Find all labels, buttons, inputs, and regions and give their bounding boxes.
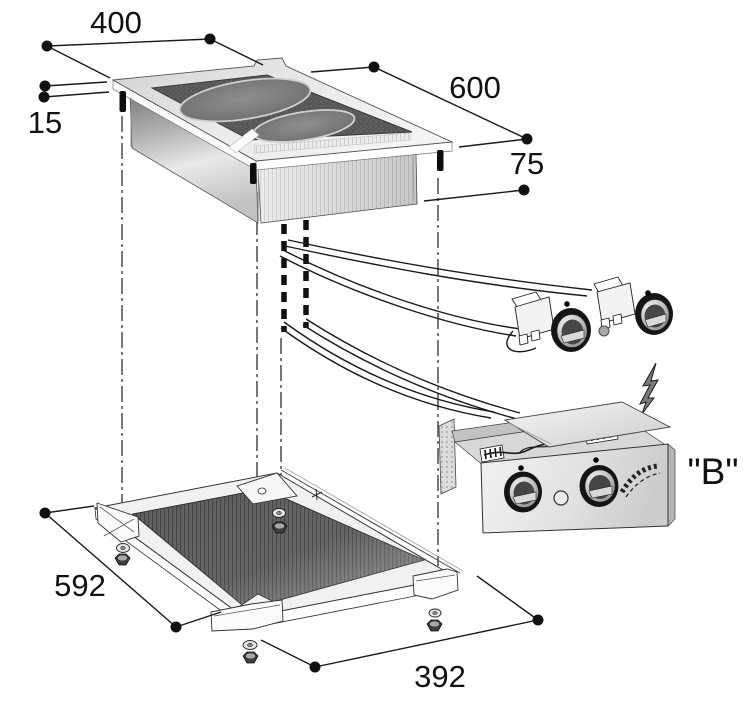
index-dot [518,465,524,471]
front-trim-highlight [228,128,260,154]
dim-frame-width: 392 [414,659,466,694]
box-right-edge [667,443,676,527]
knob-grip [644,313,667,328]
cable [302,324,518,420]
index-dot [645,290,651,296]
washer-nut-left [114,543,131,566]
cable [283,321,495,413]
control-box-label: "B" [688,451,739,492]
cable [305,318,521,414]
cable-loop [506,330,537,353]
knob-scale-marks [625,472,661,498]
corner-bracket-front [210,593,284,632]
corner-gusset [236,472,298,505]
alignment-guides [121,116,439,566]
box-lid [503,401,672,448]
cooktop-assembly [111,57,454,224]
cable [287,239,593,291]
fixing-stud-front [250,163,257,184]
dim-body-height: 75 [510,146,544,181]
body-seam [412,154,415,203]
index-dot [564,301,570,307]
washer-nut-front [242,640,259,664]
control-box [438,401,676,534]
box-pilot-lamp [553,490,569,506]
dimension-dots [38,33,544,673]
washer-nut-top [271,508,288,534]
perforated-bracket [438,418,457,495]
body-seam [257,169,260,222]
corner-bracket-left [96,502,140,543]
mounting-frame [93,467,464,664]
knob-grip [588,485,613,499]
knob-assembly-2 [593,276,673,335]
box-knob-1 [504,465,542,513]
pilot-lamp [598,325,610,337]
fixing-stud-right [437,150,444,171]
index-dot [593,457,599,463]
clip-mark [311,488,323,501]
knob-grip [512,491,537,505]
cable [284,245,588,297]
fixing-stud-left [119,91,126,112]
dimension-annotations: 400 15 600 75 592 392 "B" [28,5,739,694]
cable [282,249,522,330]
dim-flange-thickness: 15 [28,105,62,140]
box-knob-2 [579,457,619,507]
knob-scale-marks [619,463,659,494]
dim-frame-depth: 592 [54,568,106,603]
connection-cables [279,239,593,420]
cable [279,255,517,337]
gusset-hole [257,487,267,495]
front-vent-strip [253,132,412,154]
knob-grip [560,329,585,344]
washer-nut-right [426,608,443,632]
frame-rail [280,469,461,574]
dimension-lines [43,38,539,668]
dim-top-width: 400 [90,5,142,40]
mounting-stud-dashes [281,220,309,332]
dim-depth: 600 [449,70,501,105]
knob-assembly-1 [511,291,591,352]
lightning-bolt-icon [638,362,659,415]
corner-bracket-right [412,568,459,600]
cable [280,327,492,419]
